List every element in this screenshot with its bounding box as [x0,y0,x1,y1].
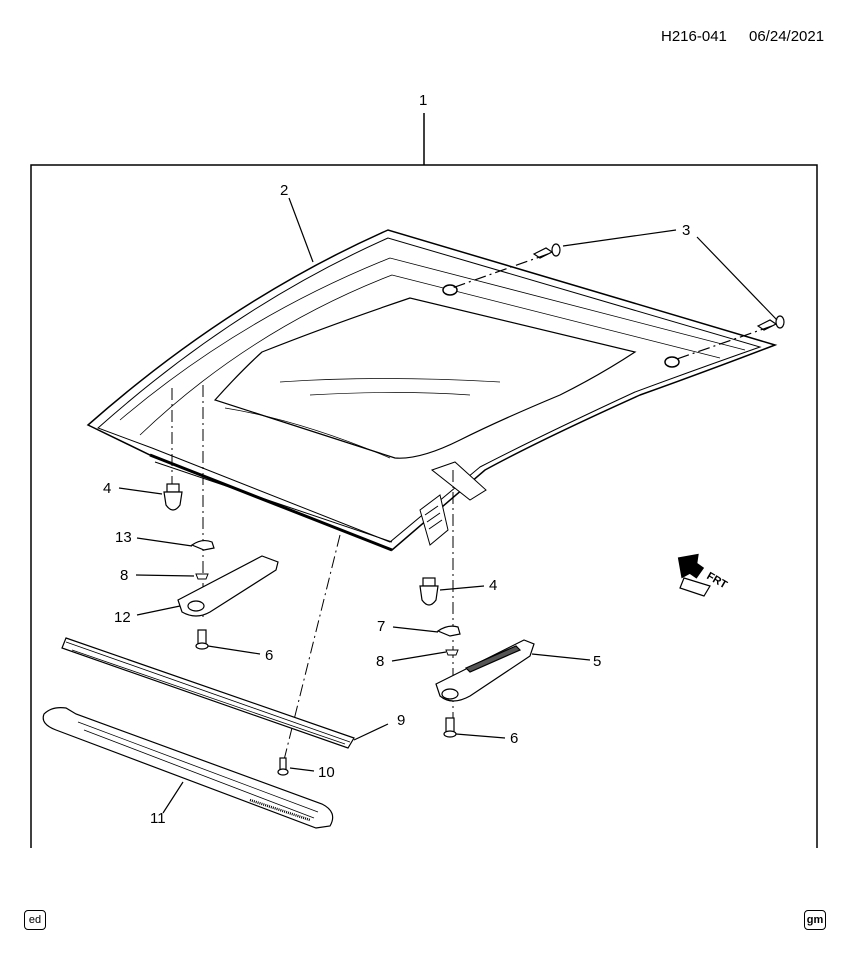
headliner-panel [86,229,778,552]
screw-10 [277,757,289,776]
callout-6-left: 6 [265,647,273,664]
callout-4-right: 4 [489,577,497,594]
spacer-8-left [195,573,209,580]
bracket-5 [435,639,535,702]
ed-badge: ed [24,910,46,930]
callout-7: 7 [377,618,385,635]
leaders [118,487,591,814]
push-pin-3 [532,243,785,331]
gm-logo-icon: gm [804,910,826,930]
callout-8-right: 8 [376,653,384,670]
assembly-bracket [30,113,818,848]
callout-3: 3 [682,222,690,239]
callout-13: 13 [115,529,132,546]
callout-10: 10 [318,764,335,781]
screw-6-right [443,717,457,738]
drawing-date: 06/24/2021 [749,28,824,45]
callout-12: 12 [114,609,131,626]
molding-9 [61,637,355,749]
retainer-7 [436,625,461,637]
leaders-3 [451,229,778,361]
callout-11: 11 [150,810,166,827]
callout-5: 5 [593,653,601,670]
callout-6-right: 6 [510,730,518,747]
drawing-code: H216-041 [661,28,727,45]
screw-6-left [195,629,209,650]
callout-2: 2 [280,182,288,199]
callout-1: 1 [419,92,427,109]
bracket-12 [177,555,279,617]
retainer-13 [190,539,215,551]
clip-4-left [163,483,183,511]
front-arrow-icon [677,553,711,597]
clip-4-right [419,577,439,606]
callout-4-left: 4 [103,480,111,497]
callout-9: 9 [397,712,405,729]
trim-panel-11 [42,707,334,829]
callout-8-left: 8 [120,567,128,584]
leader-2 [288,197,314,263]
spacer-8-right [445,649,459,656]
